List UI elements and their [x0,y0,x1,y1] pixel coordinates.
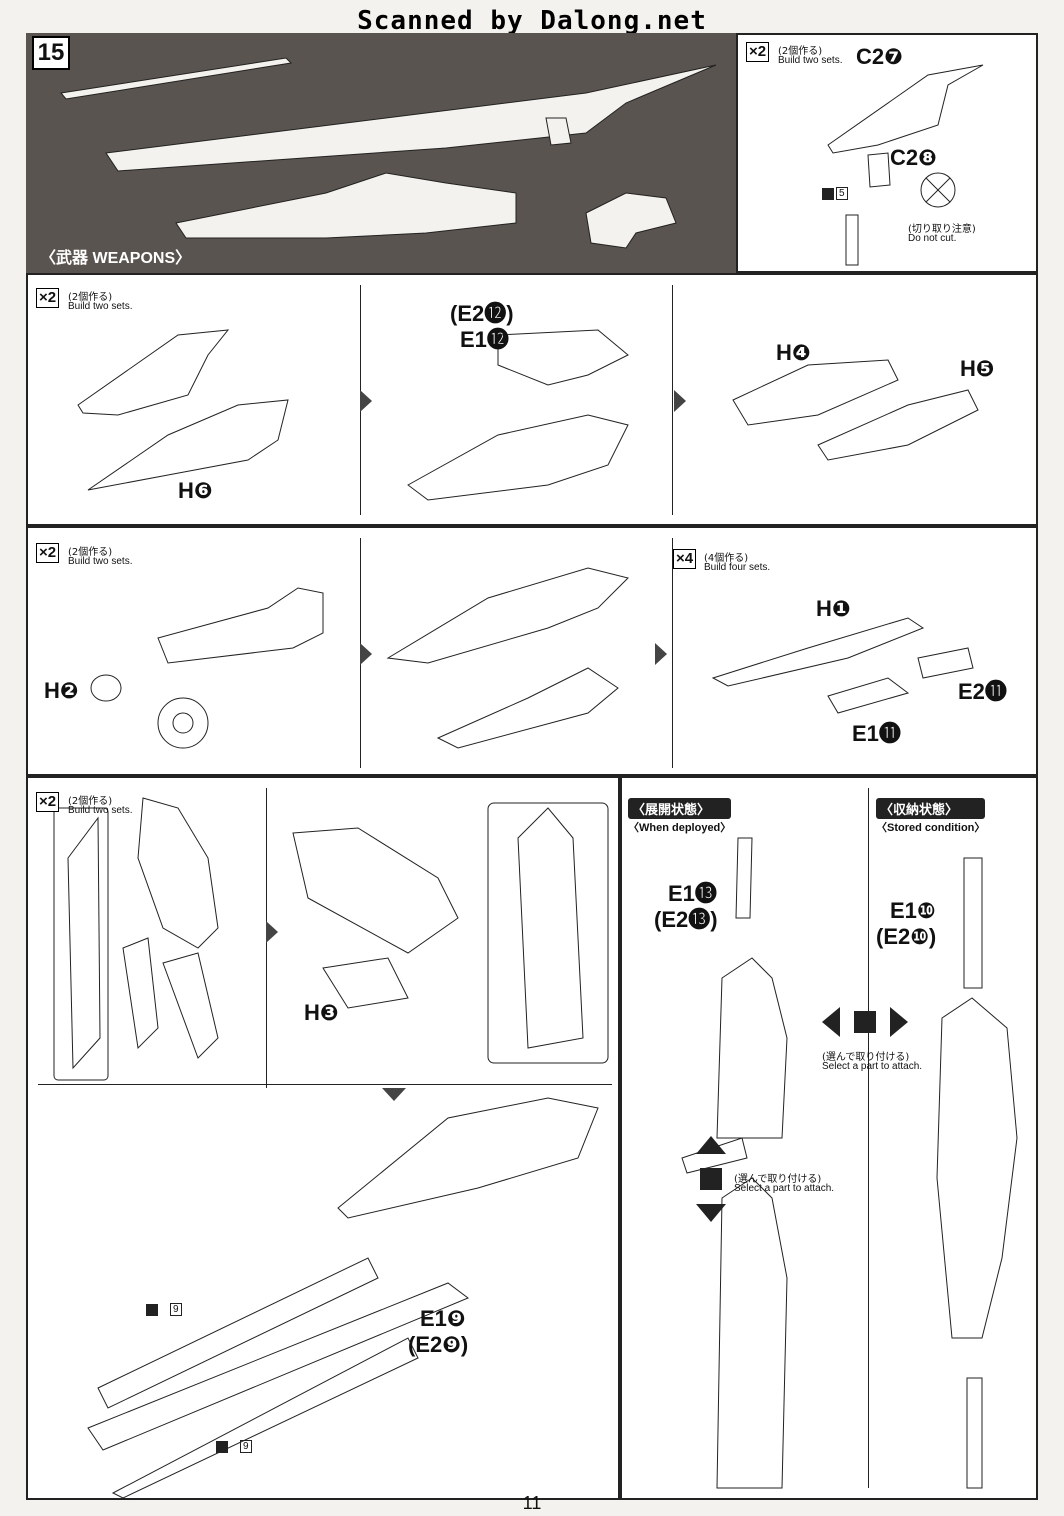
do-not-cut-en: Do not cut. [908,233,957,244]
part-h4: H❹ [776,340,811,365]
divider [672,538,673,768]
section-title: 〈武器 WEAPONS〉 [40,244,191,268]
page-number: 11 [522,1493,542,1513]
divider [868,788,869,1488]
do-not-cut-jp: (切り取り注意) [908,224,976,235]
part-e2-13: (E2⓭) [654,907,718,932]
step-arrow-icon [674,390,686,412]
step-arrow-icon [360,390,372,412]
select-en-2: Select a part to attach. [734,1183,835,1194]
sticker-icon [216,1441,228,1453]
x2-badge-header: ×2 [746,42,770,62]
step-arrow-down-icon [382,1088,406,1101]
part-e1-13: E1⓭ [668,881,717,906]
two-sets-jp-row3: (2個作る) [68,547,113,558]
sticker-number-9b: 9 [240,1440,252,1453]
select-part-icon [822,1007,908,1037]
x2-badge-row3: ×2 [36,543,60,563]
part-e1-11: E1⓫ [852,721,901,746]
part-h5: H❺ [960,356,995,381]
select-jp-2: (選んで取り付ける) [734,1174,822,1185]
x4-badge: ×4 [673,549,697,569]
row-4-right-panel [620,776,1038,1500]
header-panel [26,33,736,273]
c2-assembly-box [736,33,1038,273]
stored-en: 〈Stored condition〉 [876,822,986,834]
section-title-en: WEAPONS〉 [92,250,192,267]
part-h1: H❶ [816,596,851,621]
row-4-right-drawings [681,837,1018,1489]
row-3-panel [26,526,1038,776]
part-c2-8: C2❽ [890,145,937,170]
weapons-illustration [60,57,717,249]
row-2-panel [26,273,1038,526]
deployed-label: 〈展開状態〉 〈When deployed〉 [628,798,732,835]
select-part-icon [696,1136,726,1222]
sticker-number-9a: 9 [170,1303,182,1316]
watermark: Scanned by Dalong.net [357,6,707,36]
deployed-jp: 〈展開状態〉 [628,798,732,819]
part-e1-10: E1❿ [890,898,936,923]
two-sets-en-header: Build two sets. [778,55,843,66]
row-2-drawings [77,329,979,501]
part-e2-12: (E2⓬) [450,301,514,326]
select-jp-1: (選んで取り付ける) [822,1052,910,1063]
part-h2: H❷ [44,678,79,703]
two-sets-en-row4: Build two sets. [68,805,133,816]
x2-badge-row4: ×2 [36,792,60,812]
part-e1-12: E1⓬ [460,327,509,352]
step-arrow-icon [266,921,278,943]
sticker-number-5: 5 [836,187,848,200]
divider [672,285,673,515]
part-e1-9: E1❾ [420,1306,466,1331]
sticker-icon [822,188,834,200]
stored-label: 〈収納状態〉 〈Stored condition〉 [876,798,986,835]
deployed-en: 〈When deployed〉 [628,822,732,834]
part-c2-7: C2❼ [856,44,903,69]
part-e2-10: (E2❿) [876,924,937,949]
section-title-jp: 〈武器 [40,248,89,267]
x2-badge-row2: ×2 [36,288,60,308]
step-number: 15 [32,36,70,70]
two-sets-jp-row4: (2個作る) [68,796,113,807]
part-e2-11: E2⓫ [958,679,1007,704]
two-sets-en-row2: Build two sets. [68,301,133,312]
two-sets-jp-header: (2個作る) [778,46,823,57]
two-sets-en-row3: Build two sets. [68,556,133,567]
four-sets-jp: (4個作る) [704,553,749,564]
divider [38,1084,612,1085]
two-sets-jp-row2: (2個作る) [68,292,113,303]
part-e2-9: (E2❾) [408,1332,469,1357]
part-h6: H❻ [178,478,213,503]
row-4-left-drawings [53,797,609,1498]
sticker-icon [146,1304,158,1316]
step-arrow-icon [655,643,667,665]
stored-jp: 〈収納状態〉 [876,798,986,819]
row-4-left-panel [26,776,620,1500]
select-en-1: Select a part to attach. [822,1061,923,1072]
four-sets-en: Build four sets. [704,562,771,573]
c2-assembly-drawing [827,64,984,266]
step-arrow-icon [360,643,372,665]
row-3-drawings [90,567,974,749]
part-h3: H❸ [304,1000,339,1025]
